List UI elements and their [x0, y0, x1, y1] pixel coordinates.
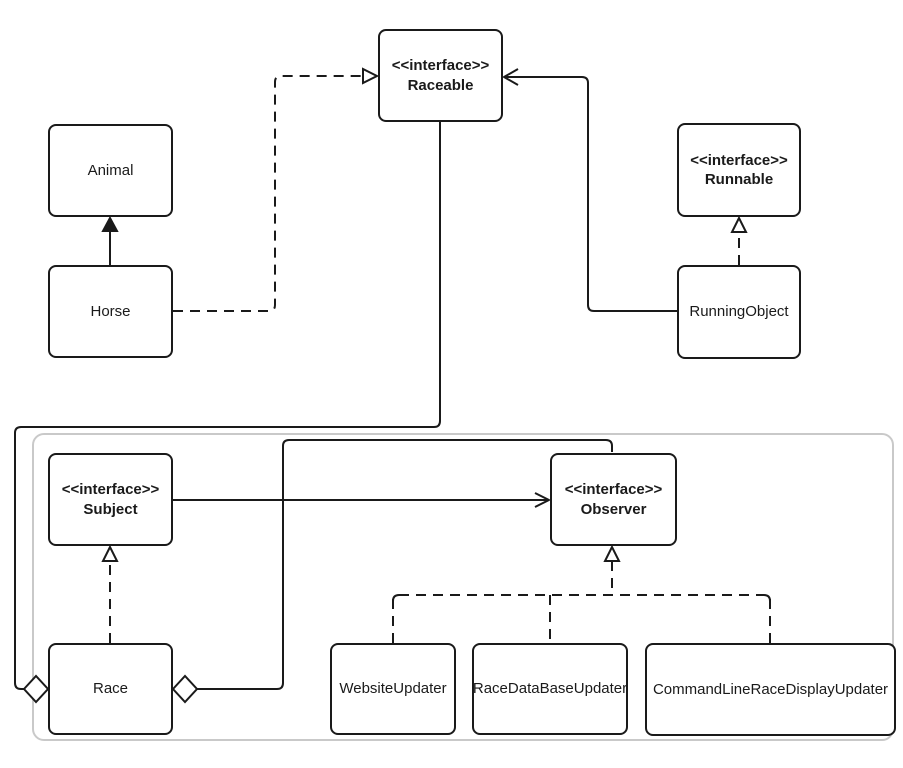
class-node-website-updater[interactable]: WebsiteUpdater [330, 643, 456, 735]
node-label: RaceDataBaseUpdater [472, 680, 628, 698]
node-label: CommandLineRaceDisplayUpdater [652, 680, 889, 698]
interface-node-observer[interactable]: <<interface>> Observer [550, 453, 677, 546]
interface-node-raceable[interactable]: <<interface>> Raceable [378, 29, 503, 122]
class-node-race[interactable]: Race [48, 643, 173, 735]
class-node-command-line-race-display-updater[interactable]: CommandLineRaceDisplayUpdater [645, 643, 896, 736]
node-label: Horse [90, 302, 131, 320]
node-label: Raceable [407, 76, 474, 94]
node-stereotype: <<interface>> [564, 481, 663, 498]
class-node-animal[interactable]: Animal [48, 124, 173, 217]
edge-running-object-to-raceable [503, 68, 677, 312]
node-stereotype: <<interface>> [391, 57, 490, 74]
edge-horse-extends-animal [101, 215, 119, 265]
node-label: Observer [580, 500, 647, 518]
edge-horse-implements-raceable [173, 67, 380, 312]
node-label: Race [92, 680, 129, 698]
interface-node-runnable[interactable]: <<interface>> Runnable [677, 123, 801, 217]
node-stereotype: <<interface>> [690, 151, 788, 169]
node-label: RunningObject [689, 303, 789, 321]
node-label: Subject [83, 500, 138, 518]
node-label: WebsiteUpdater [339, 680, 447, 698]
class-node-race-database-updater[interactable]: RaceDataBaseUpdater [472, 643, 628, 735]
node-stereotype: <<interface>> [61, 481, 160, 498]
node-label: Runnable [704, 171, 774, 188]
class-node-horse[interactable]: Horse [48, 265, 173, 358]
class-node-running-object[interactable]: RunningObject [677, 265, 801, 359]
interface-node-subject[interactable]: <<interface>> Subject [48, 453, 173, 546]
node-label: Animal [87, 161, 134, 179]
edge-running-object-implements-runnable [730, 215, 748, 265]
